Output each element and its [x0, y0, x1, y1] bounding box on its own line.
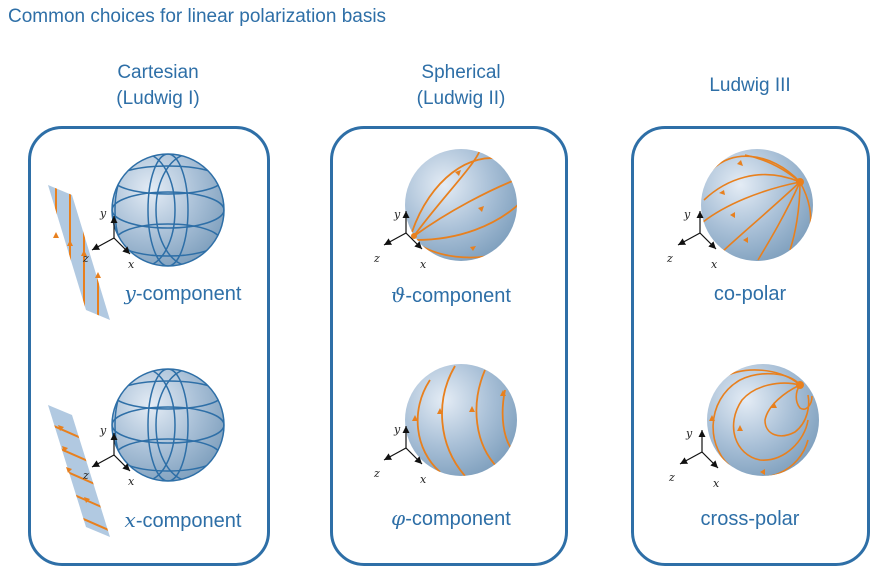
axis-label-y: y — [683, 208, 691, 221]
axes-triad-6 — [679, 430, 719, 469]
panel-spherical — [330, 126, 568, 566]
axis-label-z: z — [82, 252, 89, 265]
heading-line2: (Ludwig I) — [116, 88, 200, 109]
axis-label-y: y — [99, 424, 107, 437]
axis-label-y: y — [99, 207, 107, 220]
axes-triad-4 — [383, 426, 423, 465]
axis-label-y: y — [393, 208, 401, 221]
axes-triad-3 — [383, 211, 423, 250]
axis-label-x: x — [128, 475, 135, 488]
spherical-theta-sphere — [405, 149, 517, 261]
axis-label-x: x — [128, 258, 135, 271]
axis-label-x: x — [420, 473, 427, 486]
label-text: co-polar — [713, 283, 787, 305]
axis-label-z: z — [373, 467, 380, 480]
heading-cartesian: Cartesian (Ludwig I) — [58, 60, 258, 112]
spherical-phi-sphere — [405, 364, 517, 476]
heading-line1: Cartesian — [117, 62, 199, 83]
heading-ludwig3: Ludwig III — [650, 73, 850, 99]
label-theta-component: ϑ-component — [341, 283, 561, 308]
label-co-polar: co-polar — [640, 283, 860, 306]
page-title: Common choices for linear polarization b… — [8, 6, 387, 27]
axis-label-x: x — [420, 258, 427, 271]
axis-label-z: z — [373, 252, 380, 265]
axes-triad-2 — [91, 433, 131, 472]
label-symbol: ϑ — [391, 283, 406, 307]
label-x-component: x-component — [73, 508, 293, 533]
axis-label-x: x — [711, 258, 718, 271]
label-symbol: y — [124, 281, 136, 305]
axes-triad-5 — [677, 211, 717, 250]
heading-line1: Ludwig III — [709, 75, 791, 96]
axis-label-y: y — [393, 423, 401, 436]
axis-label-z: z — [666, 252, 673, 265]
heading-line1: Spherical — [421, 62, 501, 83]
cartesian-y-plane — [48, 185, 110, 320]
label-cross-polar: cross-polar — [640, 508, 860, 531]
ludwig3-crosspolar-sphere — [707, 364, 819, 476]
label-text: -component — [135, 283, 242, 305]
panel-ludwig3 — [631, 126, 870, 566]
label-text: cross-polar — [700, 508, 800, 530]
axis-label-y: y — [685, 427, 693, 440]
axes-triad-1 — [91, 216, 131, 255]
cartesian-grid-sphere-top — [111, 153, 225, 267]
label-symbol: φ — [391, 506, 406, 530]
label-text: -component — [405, 285, 511, 307]
label-text: -component — [405, 508, 511, 530]
axis-label-z: z — [82, 469, 89, 482]
heading-spherical: Spherical (Ludwig II) — [361, 60, 561, 112]
panel-cartesian — [28, 126, 270, 566]
cartesian-grid-sphere-bottom — [111, 368, 225, 482]
label-text: -component — [135, 510, 242, 532]
ludwig3-copolar-sphere — [701, 149, 813, 261]
axis-label-z: z — [668, 471, 675, 484]
label-phi-component: φ-component — [341, 506, 561, 531]
heading-line2: (Ludwig II) — [416, 88, 506, 109]
label-y-component: y-component — [73, 281, 293, 306]
label-symbol: x — [124, 508, 136, 532]
axis-label-x: x — [713, 477, 720, 490]
